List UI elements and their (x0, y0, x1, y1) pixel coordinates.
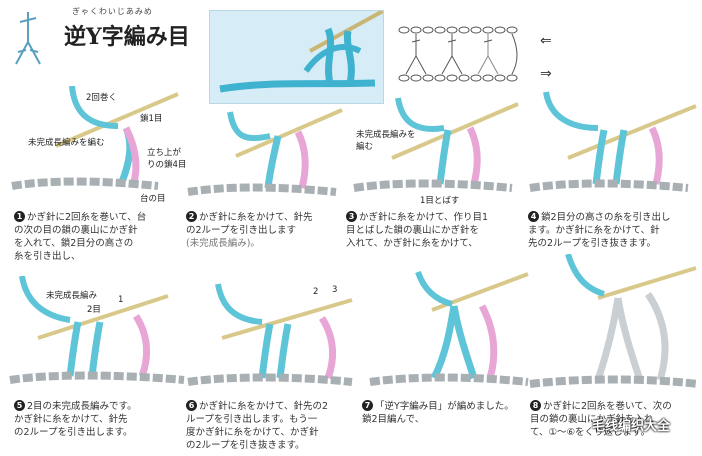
page-title: 逆Y字編み目 (64, 19, 190, 51)
label-base: 台の目 (140, 192, 166, 204)
label-num-1: 1 (118, 295, 123, 305)
step-8-number: 8 (530, 400, 541, 411)
chain-row-top (399, 27, 517, 33)
label-incomplete-long3: 未完成長編み (46, 289, 97, 301)
label-num-3: 3 (332, 285, 337, 295)
step-7-number: 7 (362, 400, 373, 411)
stitch-symbol-chart (392, 20, 537, 90)
label-skip1: 1目とばす (420, 194, 459, 206)
step-3-number: 3 (346, 211, 357, 222)
step-7-illustration (362, 270, 532, 390)
label-twice-wrap: 2回巻く (86, 91, 117, 103)
step-5-illustration (8, 276, 188, 388)
label-rising-chain: 立ち上がりの鎖4目 (147, 146, 187, 170)
label-num-2: 2 (313, 287, 318, 297)
chain-row-bottom (399, 75, 517, 81)
step-6-number: 6 (186, 400, 197, 411)
step-2-number: 2 (186, 211, 197, 222)
step-8-illustration (528, 254, 700, 392)
label-incomplete-long2: 未完成長編みを編む (356, 128, 416, 152)
label-chain1: 鎖1目 (140, 112, 162, 124)
arrow-left-icon: ⇐ (540, 33, 552, 49)
step-7-text: 7「逆Y字編み目」が編めました。 鎖2目編んで、 (362, 400, 527, 426)
inverted-y-symbol-icon (10, 8, 46, 68)
step-6-illustration (186, 278, 356, 390)
step-2-illustration (186, 92, 346, 202)
title-ruby: ぎゃくわいじあみめ (72, 6, 153, 17)
arrow-right-icon: ⇒ (540, 66, 552, 82)
step-5-number: 5 (14, 400, 25, 411)
label-incomplete-long: 未完成長編みを編む (28, 136, 106, 148)
step-4-number: 4 (528, 211, 539, 222)
watermark: 毛线编织大全 (592, 415, 670, 434)
step-4-illustration (528, 88, 698, 198)
step-1-number: 1 (14, 211, 25, 222)
label-two-stitch: 2目 (87, 303, 101, 315)
